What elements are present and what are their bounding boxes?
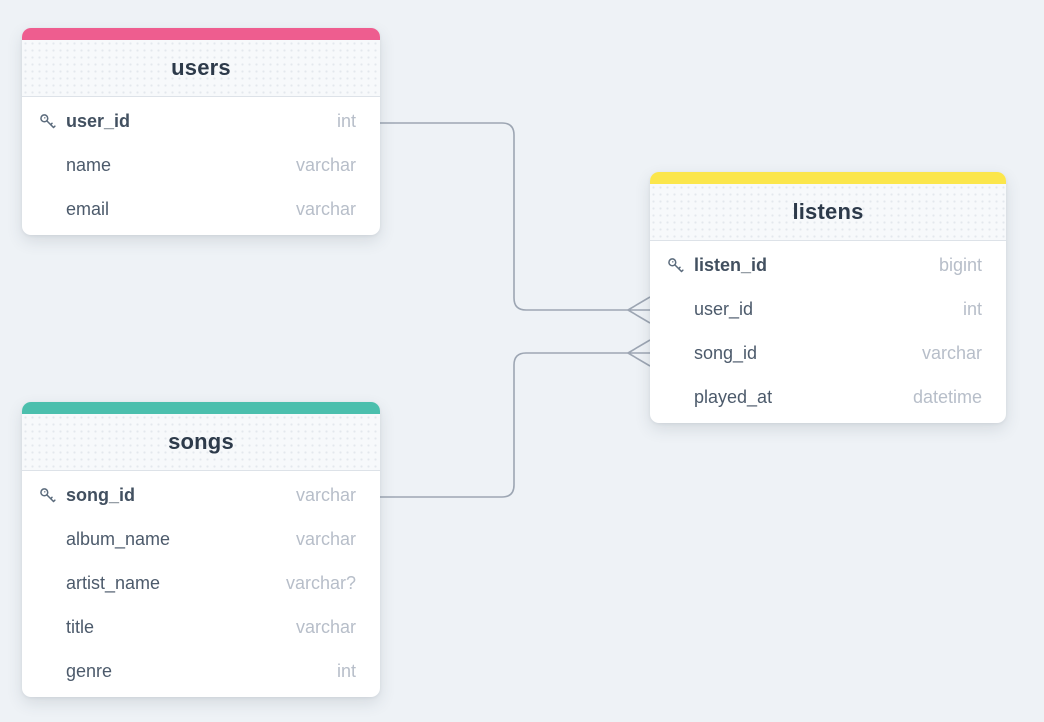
key-icon bbox=[662, 255, 688, 275]
field-type: int bbox=[336, 110, 356, 131]
table-header[interactable]: users bbox=[22, 40, 380, 97]
table-accent-bar bbox=[22, 28, 380, 40]
field-type: int bbox=[962, 298, 982, 319]
field-row-genre: genre int bbox=[22, 649, 380, 693]
field-name: genre bbox=[66, 660, 113, 681]
field-row-album-name: album_name varchar bbox=[22, 517, 380, 561]
relationship-line bbox=[380, 122, 628, 311]
field-name: played_at bbox=[694, 386, 773, 407]
relationship-lines bbox=[380, 122, 651, 498]
field-icon-spacer bbox=[662, 299, 688, 319]
table-card-listens[interactable]: listens listen_id bigint user_id int bbox=[650, 172, 1006, 423]
field-icon-spacer bbox=[662, 343, 688, 363]
field-name: album_name bbox=[66, 528, 171, 549]
field-type: varchar bbox=[295, 528, 356, 549]
field-row-artist-name: artist_name varchar? bbox=[22, 561, 380, 605]
field-row-song-id: song_id varchar bbox=[22, 473, 380, 517]
field-icon-spacer bbox=[34, 573, 60, 593]
field-name: listen_id bbox=[694, 254, 768, 275]
crow-foot-many-icon bbox=[627, 339, 651, 367]
table-header[interactable]: songs bbox=[22, 414, 380, 471]
relationship-line bbox=[380, 352, 628, 498]
table-header[interactable]: listens bbox=[650, 184, 1006, 241]
field-name: title bbox=[66, 616, 95, 637]
field-row-listen-id: listen_id bigint bbox=[650, 243, 1006, 287]
field-icon-spacer bbox=[34, 155, 60, 175]
field-row-user-id: user_id int bbox=[22, 99, 380, 143]
table-accent-bar bbox=[650, 172, 1006, 184]
field-name: name bbox=[66, 154, 112, 175]
table-accent-bar bbox=[22, 402, 380, 414]
table-title: listens bbox=[792, 199, 864, 224]
field-row-title: title varchar bbox=[22, 605, 380, 649]
field-type: varchar? bbox=[285, 572, 356, 593]
key-icon bbox=[34, 485, 60, 505]
field-name: song_id bbox=[66, 484, 136, 505]
field-type: varchar bbox=[295, 484, 356, 505]
table-card-users[interactable]: users user_id int name varchar bbox=[22, 28, 380, 235]
table-title: users bbox=[171, 55, 231, 80]
table-body: user_id int name varchar email varchar bbox=[22, 97, 380, 235]
field-type: bigint bbox=[938, 254, 982, 275]
field-name: artist_name bbox=[66, 572, 161, 593]
field-type: varchar bbox=[295, 616, 356, 637]
field-name: song_id bbox=[694, 342, 758, 363]
field-row-song-id: song_id varchar bbox=[650, 331, 1006, 375]
field-type: varchar bbox=[921, 342, 982, 363]
field-icon-spacer bbox=[34, 617, 60, 637]
field-type: int bbox=[336, 660, 356, 681]
field-name: user_id bbox=[694, 298, 754, 319]
field-icon-spacer bbox=[34, 661, 60, 681]
relationship-users-listens bbox=[380, 122, 651, 324]
table-body: song_id varchar album_name varchar artis… bbox=[22, 471, 380, 697]
field-type: datetime bbox=[912, 386, 982, 407]
table-body: listen_id bigint user_id int song_id var… bbox=[650, 241, 1006, 423]
field-row-played-at: played_at datetime bbox=[650, 375, 1006, 419]
table-card-songs[interactable]: songs song_id varchar album_name varchar bbox=[22, 402, 380, 697]
field-icon-spacer bbox=[34, 199, 60, 219]
crow-foot-many-icon bbox=[627, 296, 651, 324]
field-row-email: email varchar bbox=[22, 187, 380, 231]
field-name: user_id bbox=[66, 110, 131, 131]
key-icon bbox=[34, 111, 60, 131]
field-row-name: name varchar bbox=[22, 143, 380, 187]
table-title: songs bbox=[168, 429, 234, 454]
field-icon-spacer bbox=[34, 529, 60, 549]
field-icon-spacer bbox=[662, 387, 688, 407]
field-type: varchar bbox=[295, 154, 356, 175]
field-name: email bbox=[66, 198, 110, 219]
relationship-songs-listens bbox=[380, 339, 651, 498]
field-type: varchar bbox=[295, 198, 356, 219]
field-row-user-id: user_id int bbox=[650, 287, 1006, 331]
